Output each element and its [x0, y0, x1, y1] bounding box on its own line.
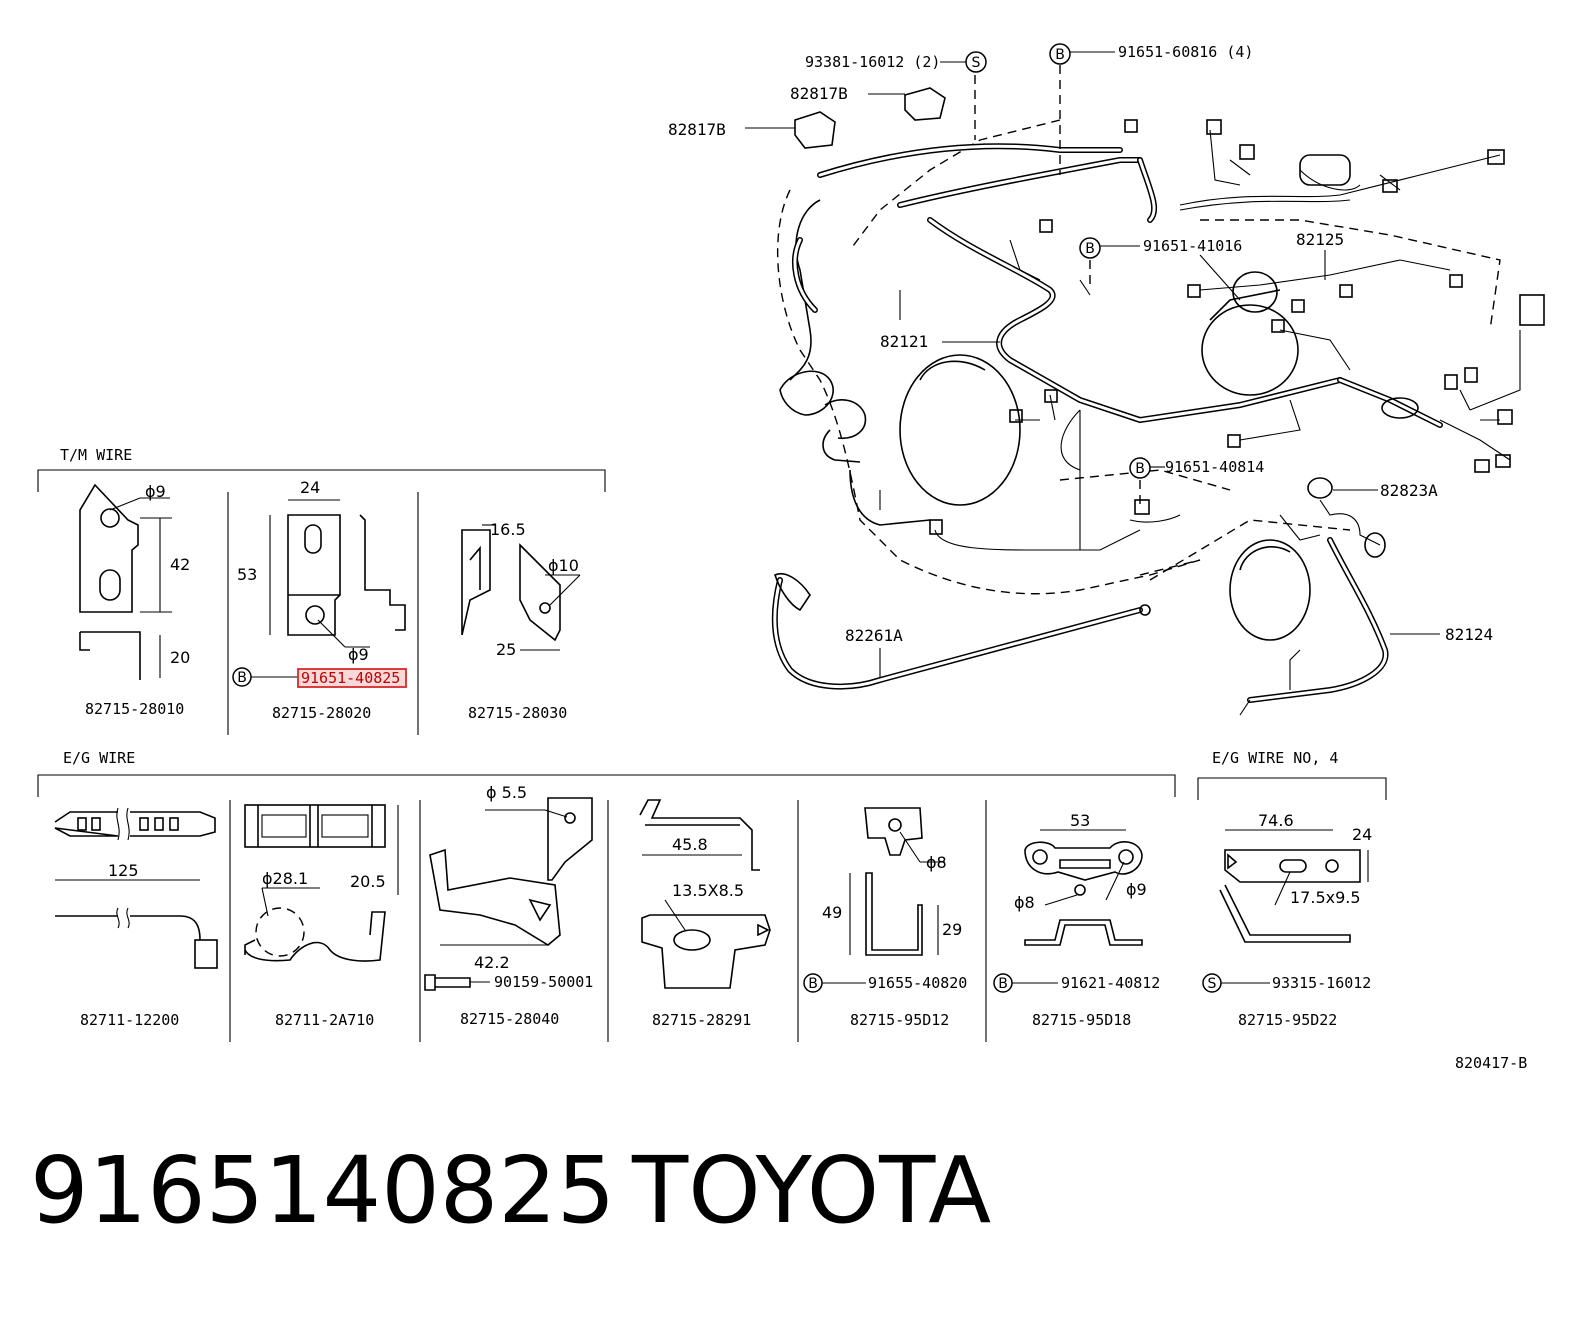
callout-82817b-left: 82817B — [668, 120, 795, 139]
label-93315-16012: 93315-16012 — [1272, 974, 1371, 992]
part-82715-28010: ϕ9 42 20 82715-28010 — [79, 482, 190, 718]
dim-13-5x8-5: 13.5X8.5 — [672, 881, 744, 900]
part-no-82715-28010: 82715-28010 — [85, 700, 184, 718]
part-82715-95D18: 53 ϕ8 ϕ9 B 91621-40812 82715-95D18 — [993, 811, 1160, 1029]
dim-phi9-c: ϕ9 — [1126, 880, 1147, 899]
label-91651-41016: 91651-41016 — [1143, 237, 1242, 255]
highlighted-part-91651-40825[interactable]: 91651-40825 — [301, 669, 400, 687]
part-no-82715-95D18: 82715-95D18 — [1032, 1011, 1131, 1029]
part-82715-95D12: ϕ8 49 29 B 91655-40820 82715-95D12 — [803, 807, 967, 1029]
dim-24: 24 — [300, 478, 320, 497]
dim-45-8: 45.8 — [672, 835, 708, 854]
engine-illustration — [771, 65, 1545, 716]
b-symbol-icon: B — [998, 976, 1008, 992]
part-no-82715-28030: 82715-28030 — [468, 704, 567, 722]
dim-phi28-1: ϕ28.1 — [262, 869, 308, 888]
part-no-82715-28020: 82715-28020 — [272, 704, 371, 722]
dim-phi8-b: ϕ8 — [1014, 893, 1035, 912]
figure-code: 820417-B — [1455, 1054, 1527, 1072]
part-no-82715-28040: 82715-28040 — [460, 1010, 559, 1028]
dim-phi8-a: ϕ8 — [926, 853, 947, 872]
part-82715-28030: 16.5 ϕ10 25 82715-28030 — [461, 520, 581, 722]
dim-phi9-b: ϕ9 — [348, 645, 369, 664]
label-82121: 82121 — [880, 332, 928, 351]
caption-brand: TOYOTA — [631, 1137, 991, 1244]
label-82823a: 82823A — [1380, 481, 1438, 500]
label-91655-40820: 91655-40820 — [868, 974, 967, 992]
callout-91651-40814: B 91651-40814 — [1129, 457, 1264, 479]
b-symbol-icon: B — [1055, 47, 1065, 63]
dim-24-b: 24 — [1352, 825, 1372, 844]
part-82711-2A710: 20.5 ϕ28.1 82711-2A710 — [244, 804, 399, 1029]
label-82124: 82124 — [1445, 625, 1493, 644]
dim-phi5-5: ϕ 5.5 — [486, 783, 527, 802]
part-82715-28020: 24 53 ϕ9 B 91651-40825 82715-28020 — [232, 478, 407, 722]
eg-wire-section: E/G WIRE 125 82711-12200 — [37, 749, 1176, 1042]
s-symbol-icon: S — [1208, 976, 1217, 992]
tm-wire-section: T/M WIRE ϕ9 42 20 82715-28010 — [37, 446, 606, 735]
part-no-82711-2A710: 82711-2A710 — [275, 1011, 374, 1029]
callout-93381: 93381-16012 (2) S — [805, 51, 987, 73]
label-82125: 82125 — [1296, 230, 1344, 249]
b-symbol-icon: B — [808, 976, 818, 992]
eg-wire-heading: E/G WIRE — [63, 749, 135, 767]
dim-16-5: 16.5 — [490, 520, 526, 539]
callout-82817b-top: 82817B — [790, 84, 905, 103]
callout-91651-41016: B 91651-41016 — [1079, 237, 1242, 301]
label-82261a: 82261A — [845, 626, 903, 645]
label-90159-50001: 90159-50001 — [494, 973, 593, 991]
dim-phi10: ϕ10 — [548, 556, 579, 575]
part-no-82715-28291: 82715-28291 — [652, 1011, 751, 1029]
eg-wire-no4-section: E/G WIRE NO, 4 74.6 24 17.5x9.5 S 93315-… — [1197, 749, 1387, 1029]
callout-91651-60816: B 91651-60816 (4) — [1049, 43, 1253, 65]
part-82711-12200: 125 82711-12200 — [54, 807, 218, 1029]
label-82817b-2: 82817B — [668, 120, 726, 139]
callout-82261a: 82261A — [845, 626, 903, 678]
dim-20-5: 20.5 — [350, 872, 386, 891]
highlight-box — [297, 668, 407, 688]
callout-82124: 82124 — [1390, 625, 1493, 644]
part-no-82715-95D12: 82715-95D12 — [850, 1011, 949, 1029]
label-91651-60816: 91651-60816 (4) — [1118, 43, 1253, 61]
tm-wire-heading: T/M WIRE — [60, 446, 132, 464]
part-no-82711-12200: 82711-12200 — [80, 1011, 179, 1029]
part-82715-28291: 45.8 13.5X8.5 82715-28291 — [639, 799, 771, 1029]
b-symbol-icon: B — [237, 670, 247, 686]
s-symbol-icon: S — [972, 55, 981, 71]
label-82817b-1: 82817B — [790, 84, 848, 103]
dim-25: 25 — [496, 640, 516, 659]
callout-82823a: 82823A — [1333, 481, 1438, 500]
callout-82125: 82125 — [1296, 230, 1344, 280]
dim-53-b: 53 — [1070, 811, 1090, 830]
dim-53: 53 — [237, 565, 257, 584]
dim-17-5x9-5: 17.5x9.5 — [1290, 888, 1361, 907]
dim-74-6: 74.6 — [1258, 811, 1294, 830]
caption-part-number: 9165140825 — [30, 1137, 615, 1244]
label-91621-40812: 91621-40812 — [1061, 974, 1160, 992]
dim-phi9-a: ϕ9 — [145, 482, 166, 501]
dim-42-2: 42.2 — [474, 953, 510, 972]
dim-125: 125 — [108, 861, 139, 880]
part-82715-95D22: 74.6 24 17.5x9.5 S 93315-16012 82715-95D… — [1202, 811, 1372, 1029]
label-93381: 93381-16012 (2) — [805, 53, 940, 71]
dim-20: 20 — [170, 648, 190, 667]
label-91651-40814: 91651-40814 — [1165, 458, 1264, 476]
b-symbol-icon: B — [1085, 241, 1095, 257]
dim-49: 49 — [822, 903, 842, 922]
eg-wire-no4-heading: E/G WIRE NO, 4 — [1212, 749, 1338, 767]
part-no-82715-95D22: 82715-95D22 — [1238, 1011, 1337, 1029]
part-82715-28040: ϕ 5.5 42.2 90159-50001 82715-28040 — [424, 783, 593, 1028]
dim-29: 29 — [942, 920, 962, 939]
dim-42: 42 — [170, 555, 190, 574]
callout-82121: 82121 — [880, 332, 1000, 351]
b-symbol-icon: B — [1135, 461, 1145, 477]
